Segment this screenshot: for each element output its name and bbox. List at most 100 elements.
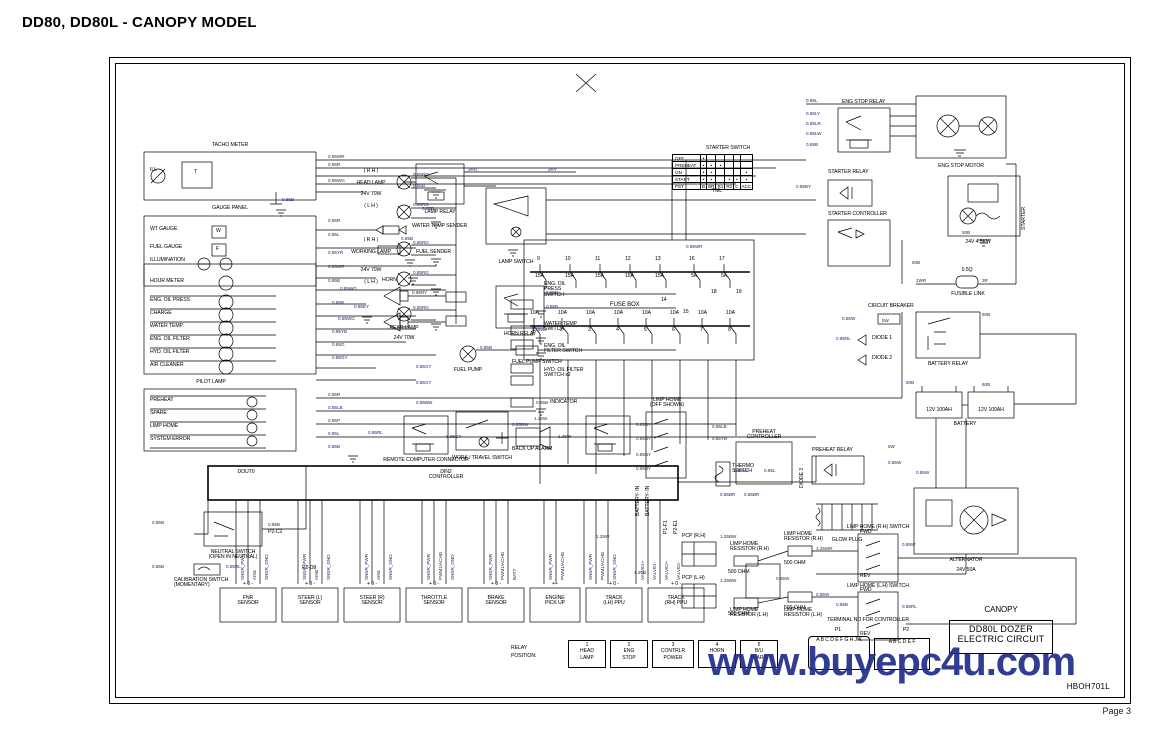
label-rear-lamp: REAR LAMP <box>389 325 419 331</box>
relay-cell-5: 5 B/U ALARM <box>740 640 778 668</box>
wire-code: 0.85W <box>888 460 902 465</box>
label-limp-home-rh-switch: LIMP HOME (R.H) SWITCH <box>846 524 910 530</box>
pin-name: SNSR_PWR <box>548 553 553 580</box>
wire-code: 0.85LY <box>806 111 821 116</box>
label-working-lamp-rh: ( R H ) <box>363 237 379 243</box>
wire-code: 2RY <box>548 167 557 172</box>
wire-code: 0.85EY <box>354 304 370 309</box>
sw-row-off: OFF <box>672 154 701 162</box>
fuse-no-3: 3 <box>588 327 591 333</box>
wire-code: 1.25WR <box>816 546 833 551</box>
label-fusible-link: FUSIBLE LINK <box>951 291 985 297</box>
label-tacho-ill: ILL <box>150 167 157 173</box>
label-limp-home-resistor-rh-2: LIMP HOME RESISTOR (R.H) <box>784 531 823 543</box>
label-canopy: CANOPY <box>984 605 1018 614</box>
wire-code: 0.85WR <box>328 264 345 269</box>
label-warn-eng-oil-filter: ENG. OIL FILTER <box>150 336 190 342</box>
wire-code: 0.85B <box>268 522 281 527</box>
label-p2d8: P2-D8 <box>302 565 317 571</box>
wire-code: 0.85WR <box>686 244 703 249</box>
label-pilot-limp-home: LIMP HOME <box>150 423 179 429</box>
label-battery-cell-2: 12V 100AH <box>978 407 1004 413</box>
wire-code: 0.85B <box>836 602 849 607</box>
relay-cell-2: 2 ENG STOP <box>610 640 648 668</box>
wire-code: 1.25BW <box>720 578 737 583</box>
wire-code: 0.85B <box>152 520 165 525</box>
sensor-label-track-rh: TRACK (RH) PPU <box>664 595 688 607</box>
label-gauge-f: F <box>216 246 220 252</box>
sensor-label-steer-l: STEER (L) SENSOR <box>297 595 323 607</box>
label-remote-computer-connector: REMOTE COMPUTER CONNECTOR <box>383 457 469 463</box>
relay-cell-4: 4 HORN <box>698 640 736 668</box>
relay-cell-1-name: HEAD LAMP <box>580 648 594 661</box>
fuse-rating-6: 10A <box>670 310 679 316</box>
label-fuel-sender: FUEL SENDER <box>416 249 452 255</box>
wire-code: 0.85RG <box>413 172 429 177</box>
label-eng-stop-relay: ENG STOP RELAY <box>842 99 886 105</box>
wire-code: 0.85BY <box>796 184 812 189</box>
wire-code: 1.25W <box>558 434 572 439</box>
fuse-rating-5: 10A <box>642 310 651 316</box>
wire-code: 0.85BY <box>636 422 652 427</box>
terminal-p2-box <box>874 638 930 670</box>
wire-code: 1.25B <box>634 570 647 575</box>
fuse-rating-11: 15A <box>595 273 604 279</box>
label-neutral-switch: NEUTRAL SWITCH (OPEN IN NEUTRAL) <box>208 549 258 561</box>
label-battery-relay: BATTERY RELAY <box>927 361 969 367</box>
sw-col-c: C <box>733 182 741 190</box>
wire-code: 1.25BW <box>720 534 737 539</box>
fuse-rating-12: 15A <box>625 273 634 279</box>
label-lamp-relay: LAMP RELAY <box>424 209 456 215</box>
fuse-rating-10: 15A <box>565 273 574 279</box>
label-starter-switch: STARTER SWITCH <box>705 145 751 151</box>
terminal-legend-p1: P1 <box>834 627 842 633</box>
fuse-no-14: 14 <box>661 297 667 303</box>
label-indicator: INDICATOR <box>550 399 578 405</box>
fuse-no-18: 18 <box>711 289 717 295</box>
sensor-pins-0: + 0 - <box>242 581 254 587</box>
wire-code: 0.85GY <box>416 380 432 385</box>
label-working-lamp: WORKING LAMP <box>351 249 391 255</box>
wire-code: 0.85W <box>916 470 930 475</box>
sw-col-acc: ACC <box>739 182 754 190</box>
pin-name: VALVE2+ <box>664 560 669 580</box>
label-fwd-rh: FWD <box>860 529 872 535</box>
pin-name: VALVE1- <box>652 561 657 580</box>
fuse-rating-17: 5A <box>721 273 728 279</box>
label-head-lamp-lh: ( L H ) <box>364 203 378 209</box>
label-alternator-spec: 24V 50A <box>956 567 976 573</box>
label-horn: HORN <box>382 277 397 283</box>
starter-switch-table: OFF • PREHEAT ••• ON ••• START ••••• PST… <box>672 154 754 190</box>
wire-code: 0.85BY <box>636 466 652 471</box>
label-battery: BATTERY <box>953 421 977 427</box>
wire-code: 0.85LW <box>806 131 822 136</box>
label-illumination: ILLUMINATION <box>150 257 185 263</box>
fuse-no-15: 15 <box>683 309 689 315</box>
label-tacho-meter: TACHO METER <box>211 142 249 148</box>
pin-name: AIN1 <box>252 569 257 580</box>
sensor-pins-6: + 0 - <box>608 581 620 587</box>
wire-code: 0.85L <box>328 232 340 237</box>
wire-code: 0.85BY <box>636 436 652 441</box>
label-pcp-lh: PCP (L.H) <box>682 575 705 581</box>
label-battery-in-2: BATTERY- IN <box>645 485 651 516</box>
label-limp-home-resistor-rh-1: LIMP HOME RESISTOR (R.H) <box>730 541 769 553</box>
fuse-rating-4: 10A <box>614 310 623 316</box>
sw-col-r2: R2 <box>724 182 735 190</box>
wire-code: 0.85WG <box>340 286 357 291</box>
page-number: Page 3 <box>1102 706 1131 716</box>
label-ohm-2: 500 OHM <box>728 611 750 617</box>
label-fwd-lh: FWD <box>860 587 872 593</box>
fuse-no-12: 12 <box>625 256 631 262</box>
sw-row-pst: PST <box>672 182 701 190</box>
wire-code: 0.85R <box>328 162 341 167</box>
wire-code: 0.85B <box>152 564 165 569</box>
label-preheat-controller: PREHEAT CONTROLLER <box>746 429 782 441</box>
label-water-temp-switch: WATER TEMP SWITCH <box>544 321 577 333</box>
relay-cell-3-no: 3 <box>671 642 675 648</box>
wire-code: 0.85B <box>422 206 435 211</box>
label-head-lamp-rh: ( R H ) <box>363 168 379 174</box>
wire-code: 0.85G <box>332 342 345 347</box>
relay-cell-2-name: ENG STOP <box>622 648 636 661</box>
pin-name: SNSR_PWR <box>426 553 431 580</box>
